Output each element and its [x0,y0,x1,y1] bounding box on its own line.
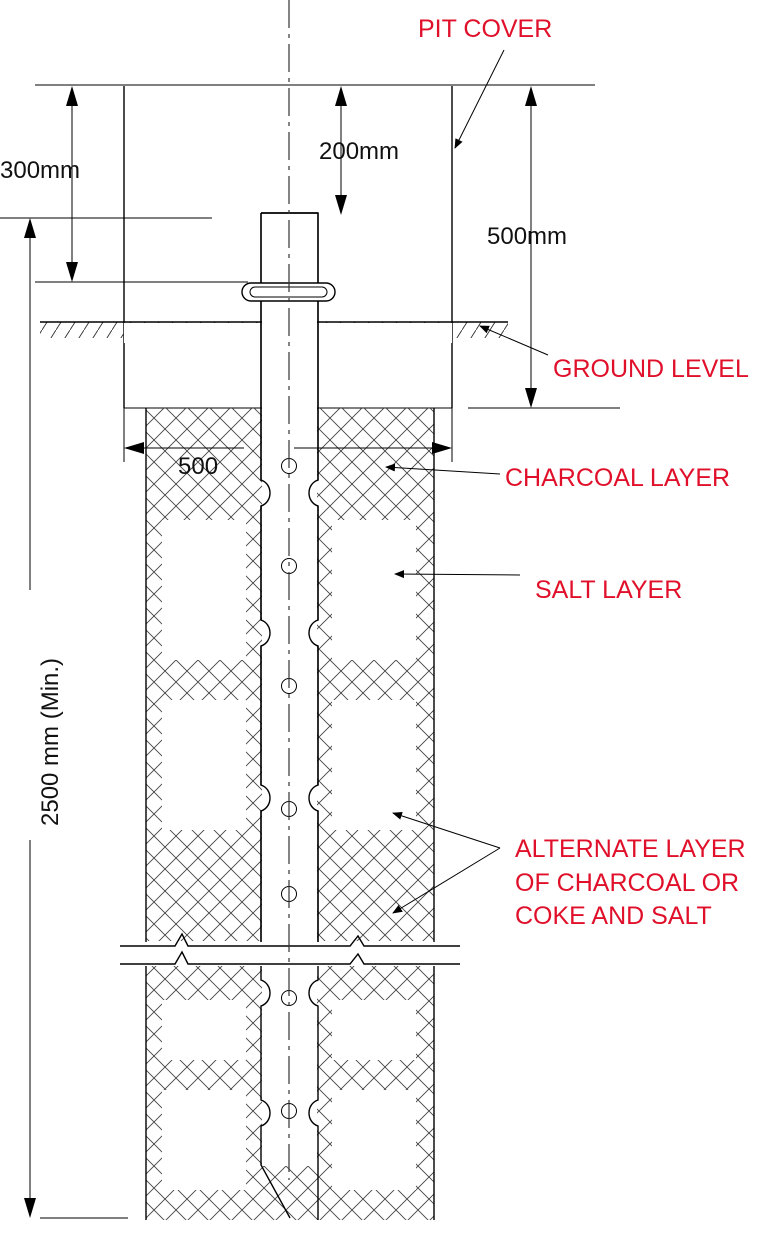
charcoal-layer-label: CHARCOAL LAYER [505,464,730,492]
dim-500-width-label: 500 [178,453,218,480]
break-lines [120,932,460,966]
ground-level-label: GROUND LEVEL [553,355,749,383]
salt-layer-label: SALT LAYER [535,576,682,604]
alternate-layer-line3: COKE AND SALT [515,902,712,930]
pit-cover-label: PIT COVER [418,15,552,43]
dim-2500-label: 2500 mm (Min.) [37,658,64,826]
extension-lines [0,84,620,1219]
dimension-500-vertical [525,86,537,408]
leader-lines [385,49,549,914]
alternate-layer-line1: ALTERNATE LAYER [515,835,746,863]
alternate-layer-line2: OF CHARCOAL OR [515,869,739,897]
dim-300-label: 300mm [0,157,80,184]
dimension-200 [335,86,347,215]
dimension-300 [66,86,78,282]
dimension-2500 [24,218,36,1218]
dim-200-label: 200mm [319,138,399,165]
dimension-500-width [123,408,453,462]
dim-500-vertical-label: 500mm [487,223,567,250]
